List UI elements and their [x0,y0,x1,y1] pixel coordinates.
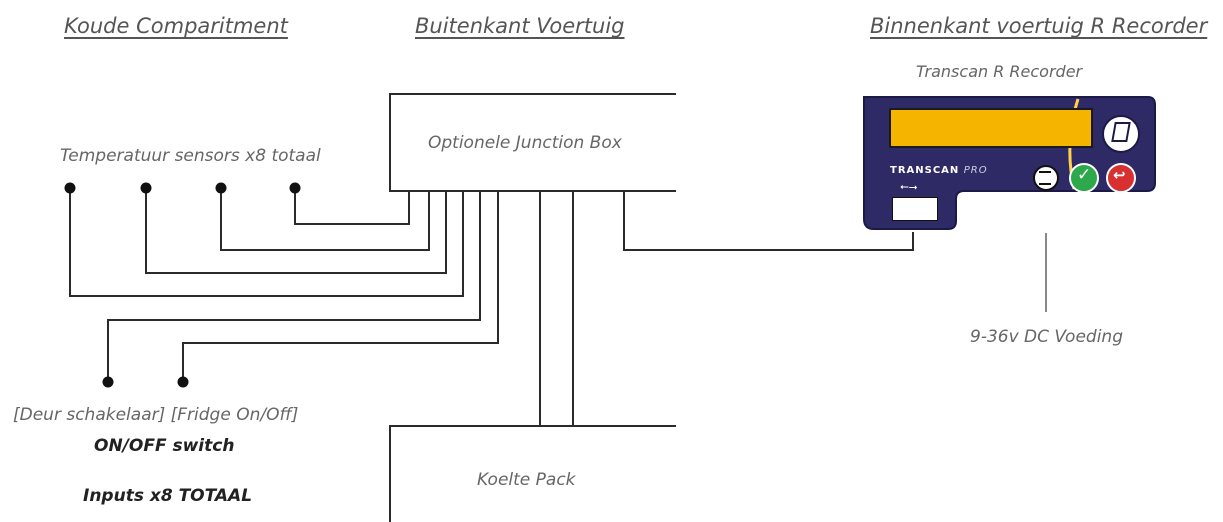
menu-button[interactable] [1033,165,1059,191]
input-wire-fridge [182,190,499,380]
header-inside-vehicle: Binnenkant voertuig R Recorder [870,14,1208,38]
transcan-recorder: TRANSCAN PRO ⭠⭢ ✓ ↩ [852,93,1157,231]
input-wire-door [107,190,481,380]
sensor-terminal-4 [289,182,301,194]
display-screen [889,108,1093,148]
input-terminal-door [102,376,114,388]
document-button[interactable] [1102,115,1140,153]
junction-box [389,93,676,192]
check-icon: ✓ [1077,165,1092,185]
sensor-wire-4 [294,188,410,225]
input-terminal-fridge [177,376,189,388]
ok-button[interactable] [1069,163,1099,193]
header-cold-compartment: Koude Comparitment [64,14,288,38]
sensor-wire-3 [220,188,430,251]
header-outside-vehicle: Buitenkant Voertuig [415,14,625,38]
usb-port[interactable] [892,197,938,221]
sensor-terminal-2 [140,182,152,194]
sensor-wire-2 [145,188,447,274]
enter-button[interactable] [1106,163,1136,193]
inputs-label: Inputs x8 TOTAAL [83,486,253,506]
junction-box-label: Optionele Junction Box [428,133,622,153]
enter-icon: ↩ [1113,166,1126,184]
brand-label: TRANSCAN PRO [890,165,988,176]
sensor-terminal-1 [64,182,76,194]
cooling-pack-box [389,425,676,522]
menu-icon [1039,171,1051,185]
on-off-label: ON/OFF switch [94,436,235,456]
recorder-name-label: Transcan R Recorder [916,62,1083,81]
power-label: 9-36v DC Voeding [970,327,1123,347]
switches-label: [Deur schakelaar] [Fridge On/Off] [13,405,299,425]
recorder-wire [623,190,914,251]
cooling-pack-label: Koelte Pack [477,470,576,490]
sensors-label: Temperatuur sensors x8 totaal [60,146,321,166]
usb-icon: ⭠⭢ [900,180,918,193]
sensor-terminal-3 [215,182,227,194]
sensor-wire-1 [69,188,464,297]
